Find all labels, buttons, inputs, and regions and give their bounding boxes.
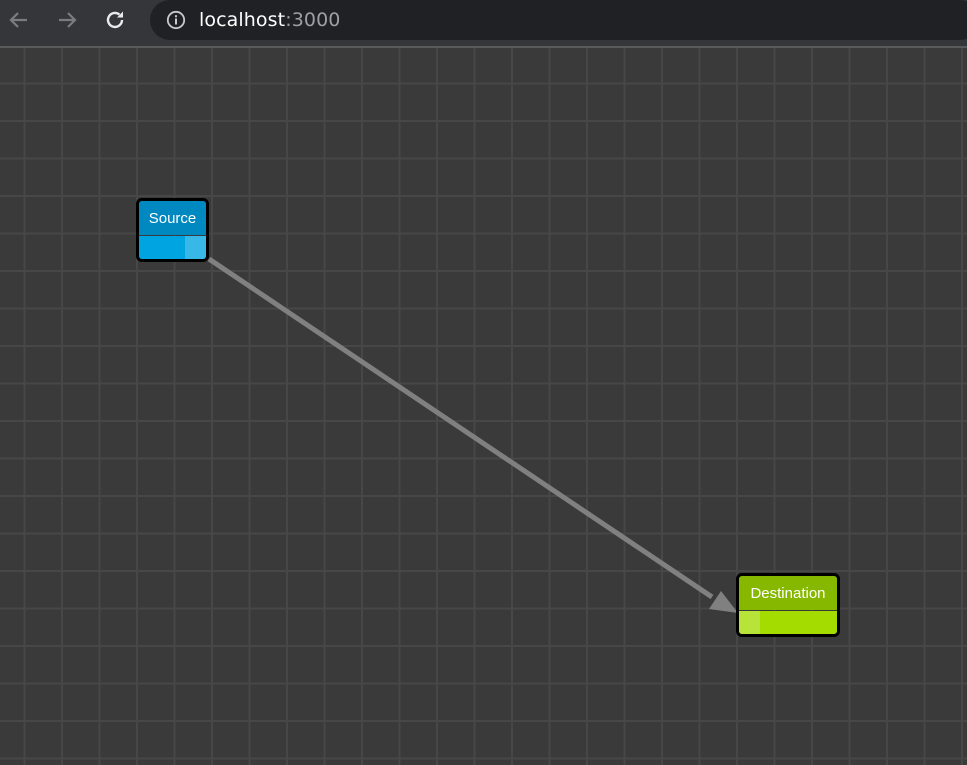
input-port[interactable] [739,611,760,634]
back-button[interactable] [4,5,34,35]
output-port[interactable] [185,236,206,259]
node-destination[interactable]: Destination [736,573,840,637]
arrow-left-icon [9,12,27,28]
node-source-header: Source [139,201,206,235]
node-source[interactable]: Source [136,198,209,262]
edge-arrowhead [709,591,738,613]
url-text[interactable]: localhost:3000 [199,9,340,31]
edge-layer [207,256,738,613]
reload-icon [106,11,124,29]
node-destination-body [739,611,837,634]
node-source-label: Source [148,209,197,227]
node-destination-header: Destination [739,576,837,610]
info-icon[interactable] [166,10,186,30]
reload-button[interactable] [100,5,130,35]
graph-canvas[interactable]: Source Destination [0,48,967,765]
url-host: localhost [199,9,286,31]
node-source-body [139,236,206,259]
edge-source-destination[interactable] [207,256,714,600]
forward-button[interactable] [52,5,82,35]
node-destination-label: Destination [750,584,826,602]
browser-toolbar: localhost:3000 [0,0,967,48]
address-bar[interactable]: localhost:3000 [150,0,967,40]
arrow-right-icon [59,12,77,28]
url-port: :3000 [285,9,341,31]
